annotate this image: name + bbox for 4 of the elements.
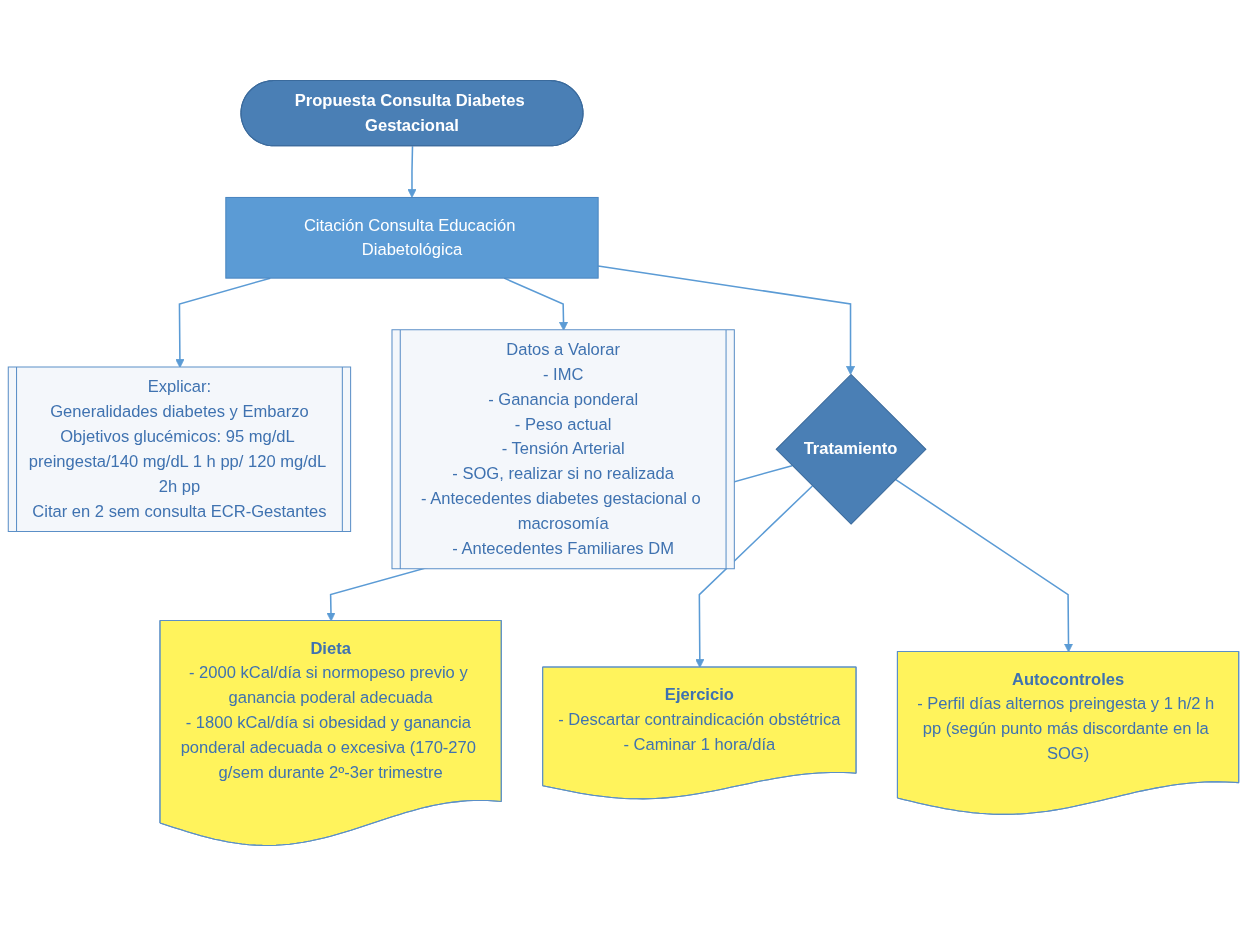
arrow — [407, 145, 417, 198]
node-diamond: Tratamiento — [775, 373, 927, 525]
arrow — [695, 485, 814, 668]
node-box: Citación Consulta Educación Diabetológica — [225, 196, 599, 279]
